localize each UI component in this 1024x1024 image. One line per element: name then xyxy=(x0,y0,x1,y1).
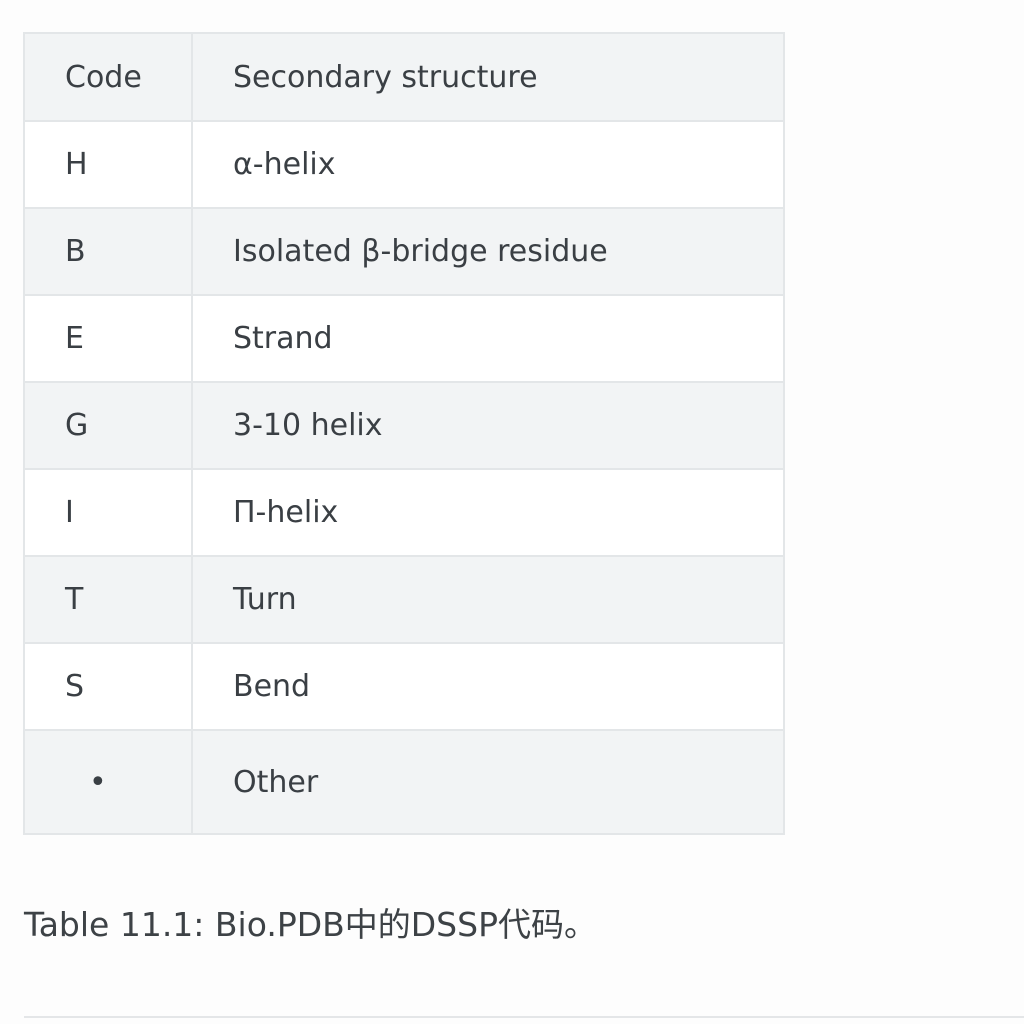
header-code: Code xyxy=(23,32,193,122)
table-row: H α-helix xyxy=(23,120,785,209)
table-row: • Other xyxy=(23,729,785,835)
table-row: I Π-helix xyxy=(23,468,785,557)
structure-cell: Bend xyxy=(191,642,785,731)
header-secondary-structure: Secondary structure xyxy=(191,32,785,122)
table-row: B Isolated β-bridge residue xyxy=(23,207,785,296)
code-cell: B xyxy=(23,207,193,296)
table-row: T Turn xyxy=(23,555,785,644)
table-caption: Table 11.1: Bio.PDB中的DSSP代码。 xyxy=(24,905,597,944)
structure-cell: Strand xyxy=(191,294,785,383)
table-header-row: Code Secondary structure xyxy=(23,32,785,122)
code-cell: G xyxy=(23,381,193,470)
structure-cell: Other xyxy=(191,729,785,835)
code-cell: T xyxy=(23,555,193,644)
table-row: S Bend xyxy=(23,642,785,731)
code-cell: E xyxy=(23,294,193,383)
table-row: E Strand xyxy=(23,294,785,383)
dssp-code-table: Code Secondary structure H α-helix B Iso… xyxy=(23,32,785,835)
structure-cell: Π-helix xyxy=(191,468,785,557)
structure-cell: Isolated β-bridge residue xyxy=(191,207,785,296)
section-divider xyxy=(24,1016,1024,1018)
code-cell: • xyxy=(23,729,193,835)
structure-cell: 3-10 helix xyxy=(191,381,785,470)
code-cell: H xyxy=(23,120,193,209)
code-cell: S xyxy=(23,642,193,731)
structure-cell: α-helix xyxy=(191,120,785,209)
structure-cell: Turn xyxy=(191,555,785,644)
code-cell: I xyxy=(23,468,193,557)
table-row: G 3-10 helix xyxy=(23,381,785,470)
